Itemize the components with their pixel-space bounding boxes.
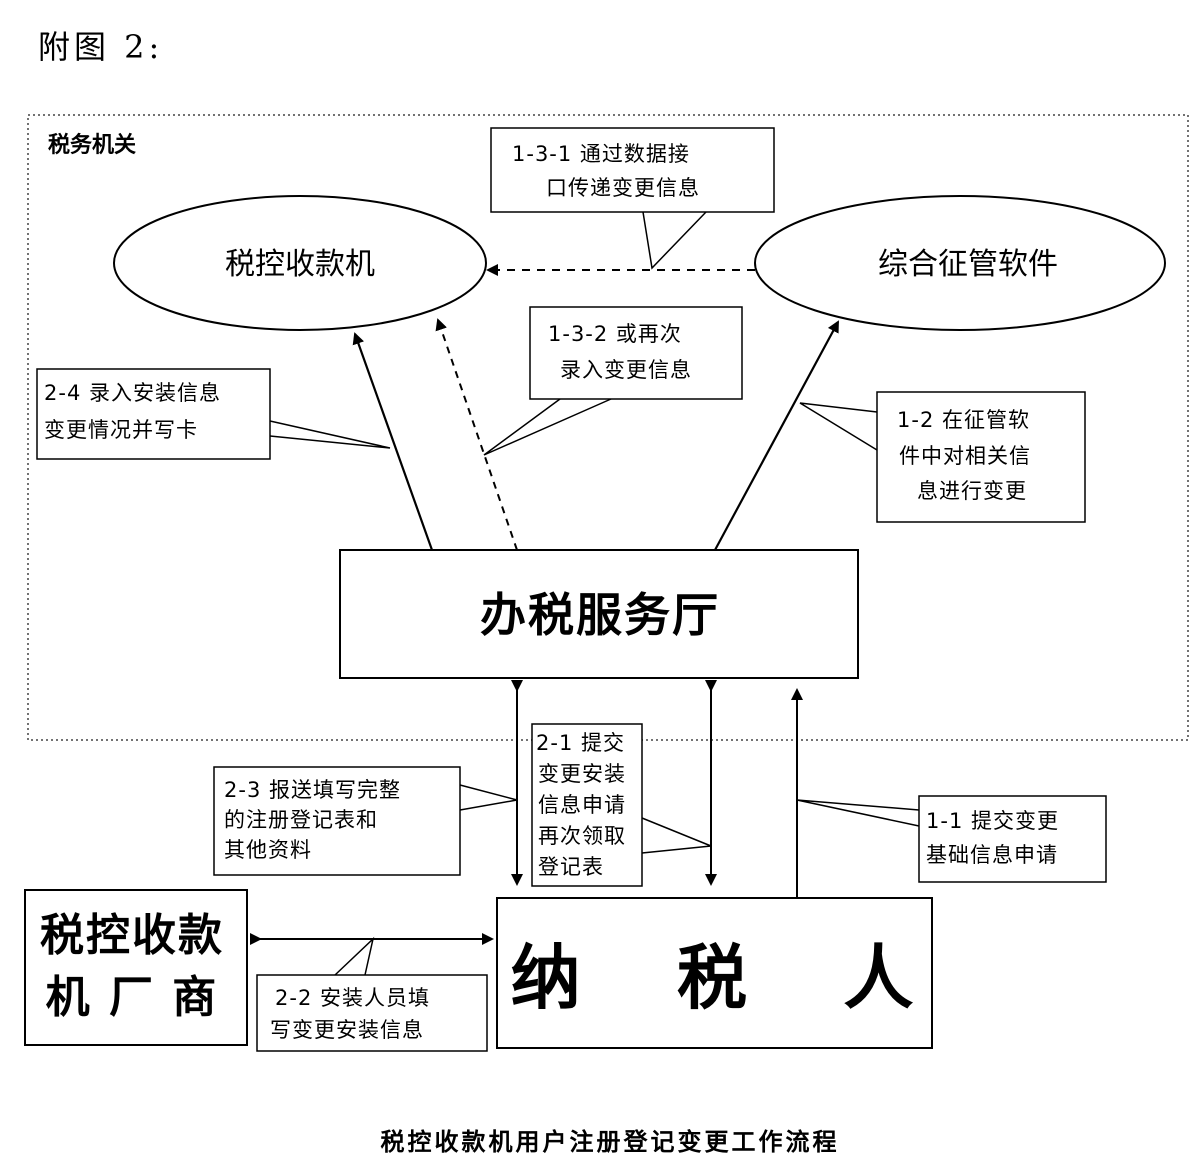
service-hall-node	[339, 549, 859, 679]
callout-1-3-1	[490, 127, 775, 213]
callout-2-3	[213, 766, 461, 876]
callout-2-1-line3: 信息申请	[538, 793, 626, 817]
callout-2-4	[36, 368, 271, 460]
callout-2-4-line1: 2-4 录入安装信息	[44, 381, 221, 405]
callout-2-3-line1: 2-3 报送填写完整	[224, 778, 401, 802]
arrow-hall-to-software	[714, 320, 839, 551]
callout-1-1-line1: 1-1 提交变更	[926, 809, 1059, 833]
vendor-label-line1: 税控收款	[40, 910, 224, 961]
admin-software-label: 综合征管软件	[878, 247, 1058, 282]
callout-2-1-line1: 2-1 提交	[536, 731, 625, 755]
arrow-hall-to-pos	[352, 332, 434, 551]
callout-2-2-pointer	[334, 936, 375, 976]
callout-1-2	[876, 391, 1086, 523]
pos-machine-label: 税控收款机	[225, 247, 375, 282]
callout-2-3-line2: 的注册登记表和	[224, 808, 378, 832]
arrow-hall-to-pos-dashed	[435, 318, 518, 551]
callout-1-3-2-line1: 1-3-2 或再次	[548, 322, 682, 346]
callout-1-2-pointer	[799, 402, 878, 451]
callout-1-3-2-line2: 录入变更信息	[560, 358, 692, 382]
service-hall-label: 办税服务厅	[480, 588, 720, 642]
callout-1-2-line1: 1-2 在征管软	[897, 408, 1030, 432]
figure-heading: 附图 2:	[38, 28, 163, 66]
callout-1-3-2-pointer	[483, 398, 612, 456]
callout-1-1	[918, 795, 1107, 883]
callout-2-3-pointer	[459, 784, 518, 811]
callout-2-4-pointer	[269, 420, 391, 449]
vendor-label-line2: 机 厂 商	[46, 972, 219, 1023]
callout-1-1-pointer	[796, 799, 920, 827]
callout-2-1	[531, 723, 643, 887]
callout-2-2-line2: 写变更安装信息	[270, 1018, 424, 1042]
callout-1-2-line2: 件中对相关信	[899, 444, 1031, 468]
taxpayer-node	[496, 897, 933, 1049]
callout-2-1-line2: 变更安装	[538, 762, 626, 786]
callout-1-3-2	[529, 306, 743, 400]
callout-1-2-line3: 息进行变更	[917, 479, 1027, 503]
callout-1-1-line2: 基础信息申请	[926, 843, 1058, 867]
callout-2-4-line2: 变更情况并写卡	[44, 418, 198, 442]
callout-2-1-line4: 再次领取	[538, 824, 626, 848]
callout-1-3-1-line1: 1-3-1 通过数据接	[512, 142, 690, 166]
vendor-node	[24, 889, 248, 1046]
callout-2-2	[256, 974, 488, 1052]
callout-1-3-1-line2: 口传递变更信息	[546, 176, 700, 200]
pos-machine-node	[113, 195, 487, 331]
callout-1-3-1-pointer	[642, 211, 707, 270]
tax-authority-label: 税务机关	[48, 132, 136, 158]
callout-2-1-pointer	[641, 817, 712, 854]
admin-software-node	[754, 195, 1166, 331]
callout-2-3-line3: 其他资料	[224, 838, 312, 862]
figure-caption: 税控收款机用户注册登记变更工作流程	[381, 1128, 840, 1155]
taxpayer-label: 纳 税 人	[511, 936, 950, 1019]
callout-2-2-line1: 2-2 安装人员填	[275, 986, 430, 1010]
callout-2-1-line5: 登记表	[538, 855, 604, 879]
